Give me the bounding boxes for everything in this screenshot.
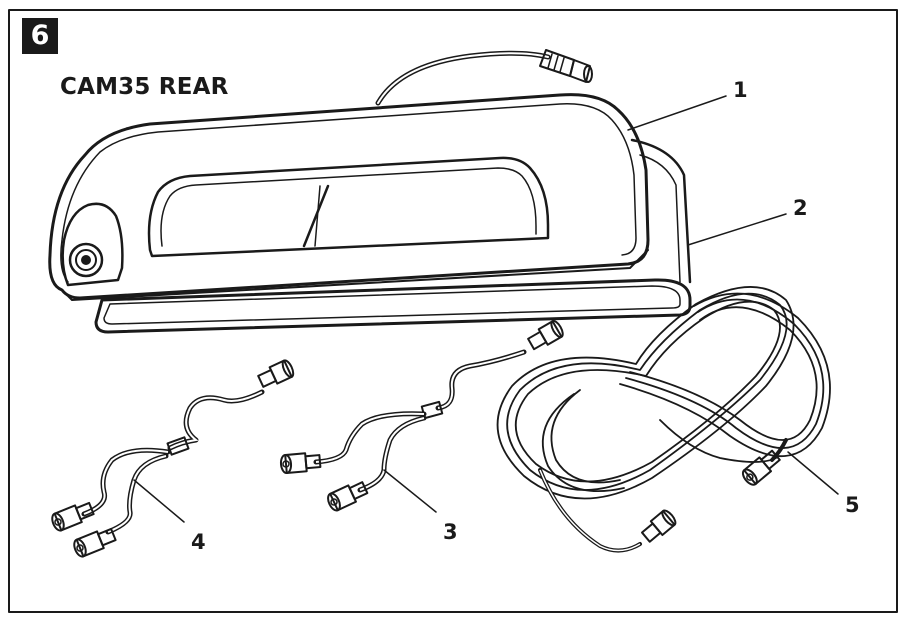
handle-housing (48, 49, 650, 301)
border (8, 9, 898, 613)
y-splitter-cable-middle (279, 319, 564, 513)
callout-5: 5 (845, 493, 860, 517)
leader-5 (787, 451, 839, 495)
callout-4: 4 (191, 530, 206, 554)
leader-3 (383, 469, 437, 513)
gasket-plate (94, 138, 692, 334)
coiled-extension-cable (496, 286, 839, 553)
callout-2: 2 (793, 196, 808, 220)
callout-1: 1 (733, 78, 748, 102)
leader-1 (627, 95, 727, 131)
callout-3: 3 (443, 520, 458, 544)
leader-2 (687, 213, 787, 246)
diagram-title: CAM35 REAR (60, 74, 229, 100)
step-number-badge: 6 (22, 18, 58, 54)
leader-4 (133, 479, 185, 523)
y-splitter-cable-left (51, 359, 295, 558)
